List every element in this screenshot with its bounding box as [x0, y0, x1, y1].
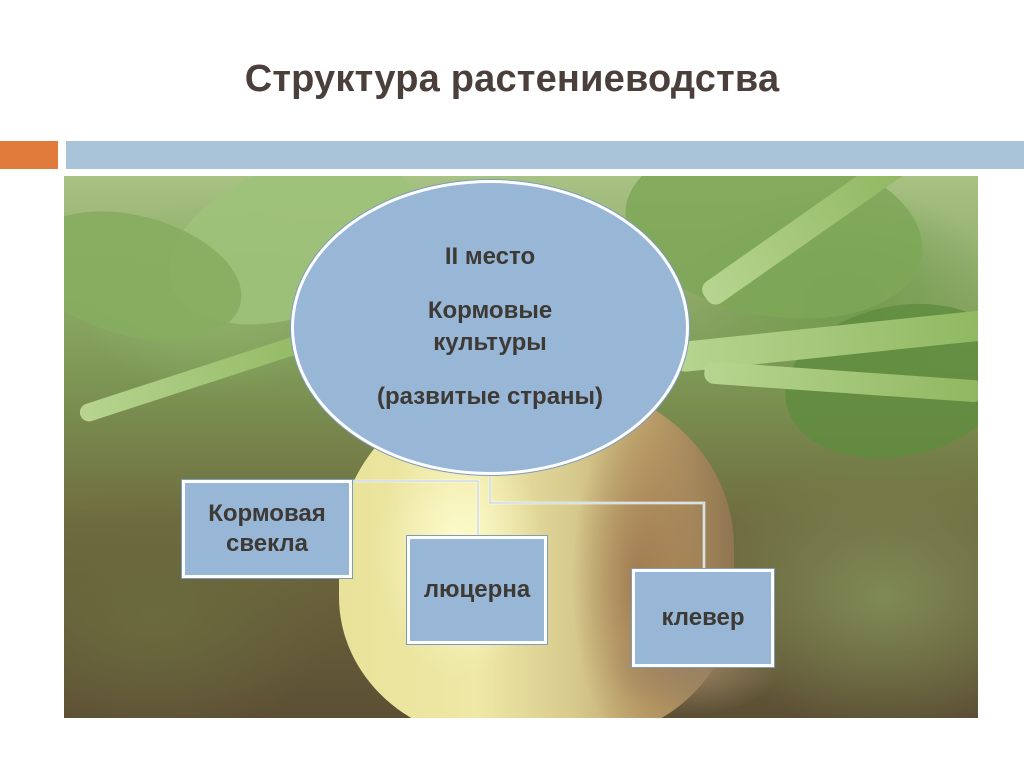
root-name-line2: культуры — [433, 329, 547, 356]
accent-bar-orange — [0, 141, 58, 169]
child-label: клевер — [661, 604, 745, 631]
root-name-line1: Кормовые — [427, 297, 553, 324]
slide-title: Структура растениеводства — [244, 58, 780, 100]
child-label-line1: Кормовая — [208, 500, 326, 527]
child-node-fodder-beet: Кормовая свекла — [182, 480, 352, 578]
child-label: люцерна — [423, 576, 531, 603]
child-node-alfalfa: люцерна — [407, 536, 547, 644]
child-label-line2: свекла — [225, 530, 308, 557]
child-node-clover: клевер — [632, 569, 774, 667]
root-node-oval: II место Кормовые культуры (развитые стр… — [291, 180, 689, 475]
accent-bar-blue — [66, 141, 1024, 169]
root-note: (развитые страны) — [376, 383, 604, 410]
root-rank-label: II место — [444, 243, 536, 270]
